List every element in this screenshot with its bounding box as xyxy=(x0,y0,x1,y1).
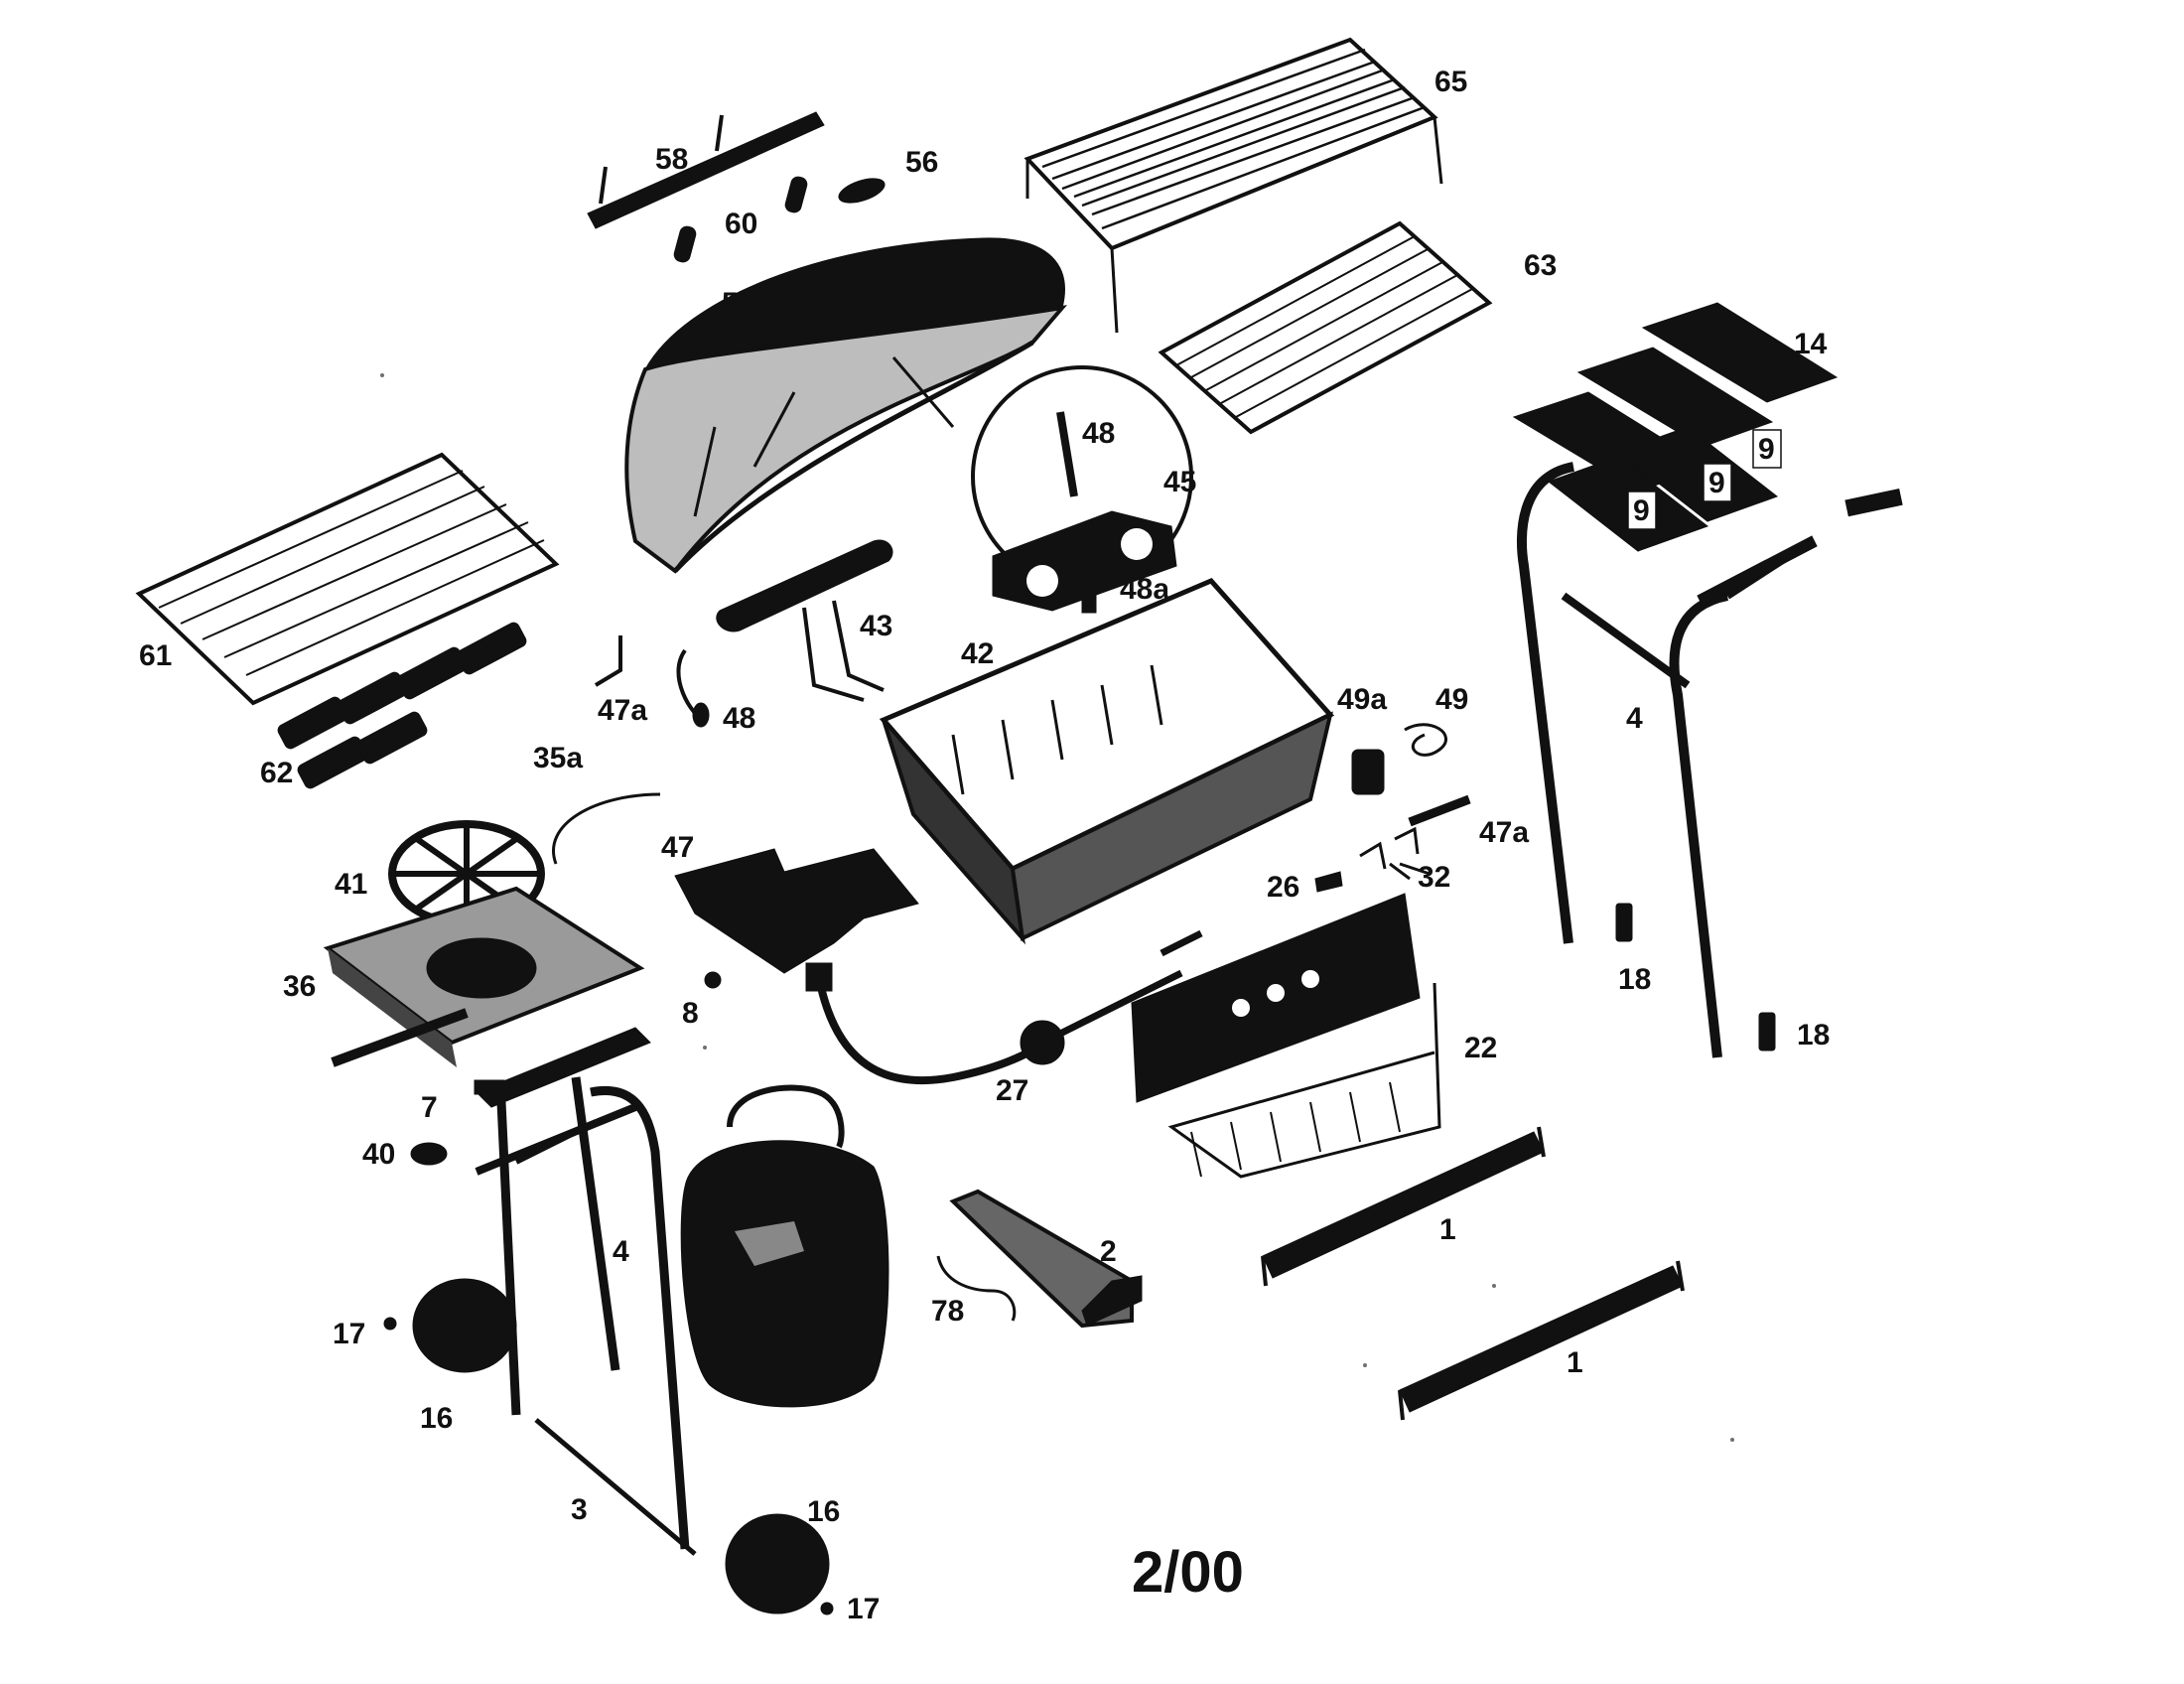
callout-9-b: 9 xyxy=(1708,467,1725,499)
cookbox-part-42 xyxy=(879,577,1335,945)
callout-22: 22 xyxy=(1464,1032,1497,1064)
callout-4-right: 4 xyxy=(1626,702,1643,735)
cooking-grid-part-63 xyxy=(1158,220,1493,435)
grill-lid-part-55 xyxy=(624,237,1068,574)
callout-55: 55 xyxy=(722,287,754,320)
callout-49: 49 xyxy=(1435,683,1468,716)
callout-56: 56 xyxy=(905,146,938,179)
callout-1-b: 1 xyxy=(1567,1346,1583,1379)
callout-18-b: 18 xyxy=(1797,1019,1830,1052)
igniter-wire-part-47a xyxy=(594,635,622,687)
wheel-part-16 xyxy=(412,1278,517,1373)
callout-17-a: 17 xyxy=(333,1318,365,1350)
callout-4-left: 4 xyxy=(613,1235,629,1268)
valve-fitting-part-8 xyxy=(704,971,722,989)
handle-spacer-part-60 xyxy=(673,176,808,263)
hubcap-part-17 xyxy=(820,1602,834,1615)
callout-3: 3 xyxy=(571,1493,588,1526)
callout-16-a: 16 xyxy=(420,1402,453,1435)
callout-47a-left: 47a xyxy=(598,694,647,727)
scale-hook-part-78 xyxy=(936,1255,1017,1322)
callout-48: 48 xyxy=(723,702,755,735)
callout-2: 2 xyxy=(1100,1235,1117,1268)
hubcap-part-17 xyxy=(383,1317,397,1331)
callout-47a-right: 47a xyxy=(1479,816,1529,849)
callout-61: 61 xyxy=(139,639,172,672)
wheel-part-16 xyxy=(725,1513,830,1614)
heat-shield-part-47 xyxy=(674,848,919,974)
callout-32: 32 xyxy=(1418,861,1450,894)
callout-49a: 49a xyxy=(1337,683,1387,716)
callout-8: 8 xyxy=(682,997,699,1030)
callout-63: 63 xyxy=(1524,249,1557,282)
callout-35a: 35a xyxy=(533,742,583,774)
callout-65: 65 xyxy=(1434,66,1467,98)
callout-18-a: 18 xyxy=(1618,963,1651,996)
callout-48-detail: 48 xyxy=(1082,417,1115,450)
callout-7: 7 xyxy=(421,1091,438,1124)
callout-58: 58 xyxy=(655,143,688,176)
flavorizer-bars-part-62 xyxy=(277,622,527,789)
callout-9-c: 9 xyxy=(1633,494,1650,527)
shelf-bolt-part-14 xyxy=(1745,352,1903,517)
igniter-electrode-part-48 xyxy=(676,648,710,728)
callout-42: 42 xyxy=(961,637,994,670)
control-panel-part-22 xyxy=(1131,893,1441,1179)
control-bezel-part-43 xyxy=(716,539,893,702)
callout-labels: 58 60 56 65 55 63 14 48 45 48a 9 9 9 43 … xyxy=(139,66,1830,1625)
cart-frame-right-part-4 xyxy=(1516,462,1818,1058)
nut-part-40 xyxy=(410,1142,448,1166)
callout-9-a: 9 xyxy=(1758,433,1775,466)
propane-tank xyxy=(680,1084,889,1408)
thermometer-detail-part-45 xyxy=(971,365,1193,614)
igniter-clip-part-49 xyxy=(1404,723,1447,757)
callout-27: 27 xyxy=(996,1074,1028,1107)
callout-26: 26 xyxy=(1267,871,1299,904)
side-burner-tray-part-36 xyxy=(323,886,645,1067)
frame-brace-part-1 xyxy=(1261,1126,1546,1287)
igniter-wire-part-35a xyxy=(552,792,661,865)
cooking-grid-part-61 xyxy=(135,452,560,706)
tank-bracket-part-2 xyxy=(949,1189,1143,1329)
callout-36: 36 xyxy=(283,970,316,1003)
callout-40: 40 xyxy=(362,1138,395,1171)
callout-60: 60 xyxy=(725,208,757,240)
callout-1-a: 1 xyxy=(1439,1213,1456,1246)
callout-17-b: 17 xyxy=(847,1593,880,1625)
regulator-hose-part-27 xyxy=(805,929,1203,1085)
callout-16-b: 16 xyxy=(807,1495,840,1528)
callout-43: 43 xyxy=(860,610,892,642)
igniter-cap-part-49a xyxy=(1351,749,1385,795)
lid-badge-part-56 xyxy=(838,178,886,204)
revision-date: 2/00 xyxy=(1132,1540,1244,1605)
clip-part-32 xyxy=(1359,826,1431,881)
axle-bolt-part-7 xyxy=(474,1079,505,1095)
cart-frame-left-part-4 xyxy=(475,1027,697,1556)
callout-14-top: 14 xyxy=(1794,328,1828,360)
callout-47: 47 xyxy=(661,831,694,864)
knob-part-26 xyxy=(1314,871,1343,893)
igniter-lead-part-47a xyxy=(1408,794,1471,827)
scan-specks xyxy=(380,373,1734,1442)
callout-41: 41 xyxy=(335,868,367,901)
callout-62: 62 xyxy=(260,757,293,789)
callout-45: 45 xyxy=(1163,466,1196,498)
callout-78: 78 xyxy=(931,1295,964,1328)
caster-part-18 xyxy=(1615,903,1776,1052)
frame-brace-part-1 xyxy=(1398,1260,1685,1421)
lid-handle-part-58 xyxy=(587,111,825,229)
callout-48a: 48a xyxy=(1120,573,1169,606)
warming-rack-part-65 xyxy=(1024,37,1443,334)
side-shelf-slats-part-9 xyxy=(1512,302,1839,552)
